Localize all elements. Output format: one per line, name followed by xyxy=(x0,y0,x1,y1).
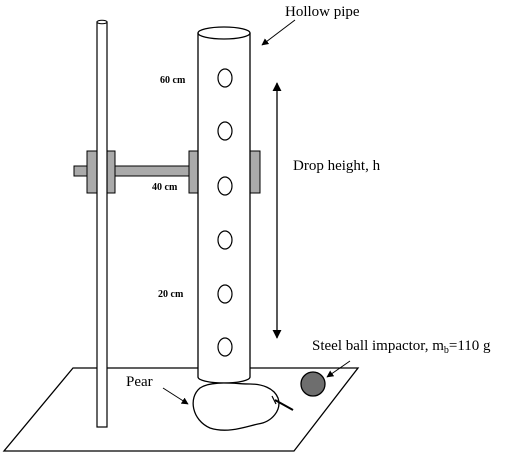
mark-60-label: 60 cm xyxy=(160,75,186,86)
pipe-hole xyxy=(217,337,233,357)
steel-ball-label-main: Steel ball impactor, m xyxy=(312,338,444,354)
steel-ball xyxy=(300,371,326,397)
support-rod xyxy=(96,21,108,428)
pear-stem-tick xyxy=(271,395,277,405)
steel-ball-leader xyxy=(326,360,351,378)
hollow-pipe-label: Hollow pipe xyxy=(285,4,360,20)
pear-leader xyxy=(162,387,189,405)
pipe-hole xyxy=(217,176,233,196)
mark-20-label: 20 cm xyxy=(158,289,184,300)
steel-ball-label: Steel ball impactor, mb=110 g xyxy=(312,338,491,356)
pipe-hole xyxy=(217,230,233,250)
pipe-hole xyxy=(217,68,233,88)
mark-40-label: 40 cm xyxy=(152,182,178,193)
pear xyxy=(192,382,280,431)
steel-ball-label-mass: =110 g xyxy=(449,338,491,354)
pear-label: Pear xyxy=(126,374,153,390)
pipe-hole xyxy=(217,284,233,304)
steel-ball-label-sub: b xyxy=(444,345,449,356)
pipe-hole xyxy=(217,121,233,141)
drop-height-label: Drop height, h xyxy=(293,158,381,174)
hollow-pipe-top xyxy=(197,26,251,40)
hollow-pipe-leader xyxy=(261,19,296,46)
support-rod-top xyxy=(96,19,108,25)
pear-stem xyxy=(274,399,294,411)
